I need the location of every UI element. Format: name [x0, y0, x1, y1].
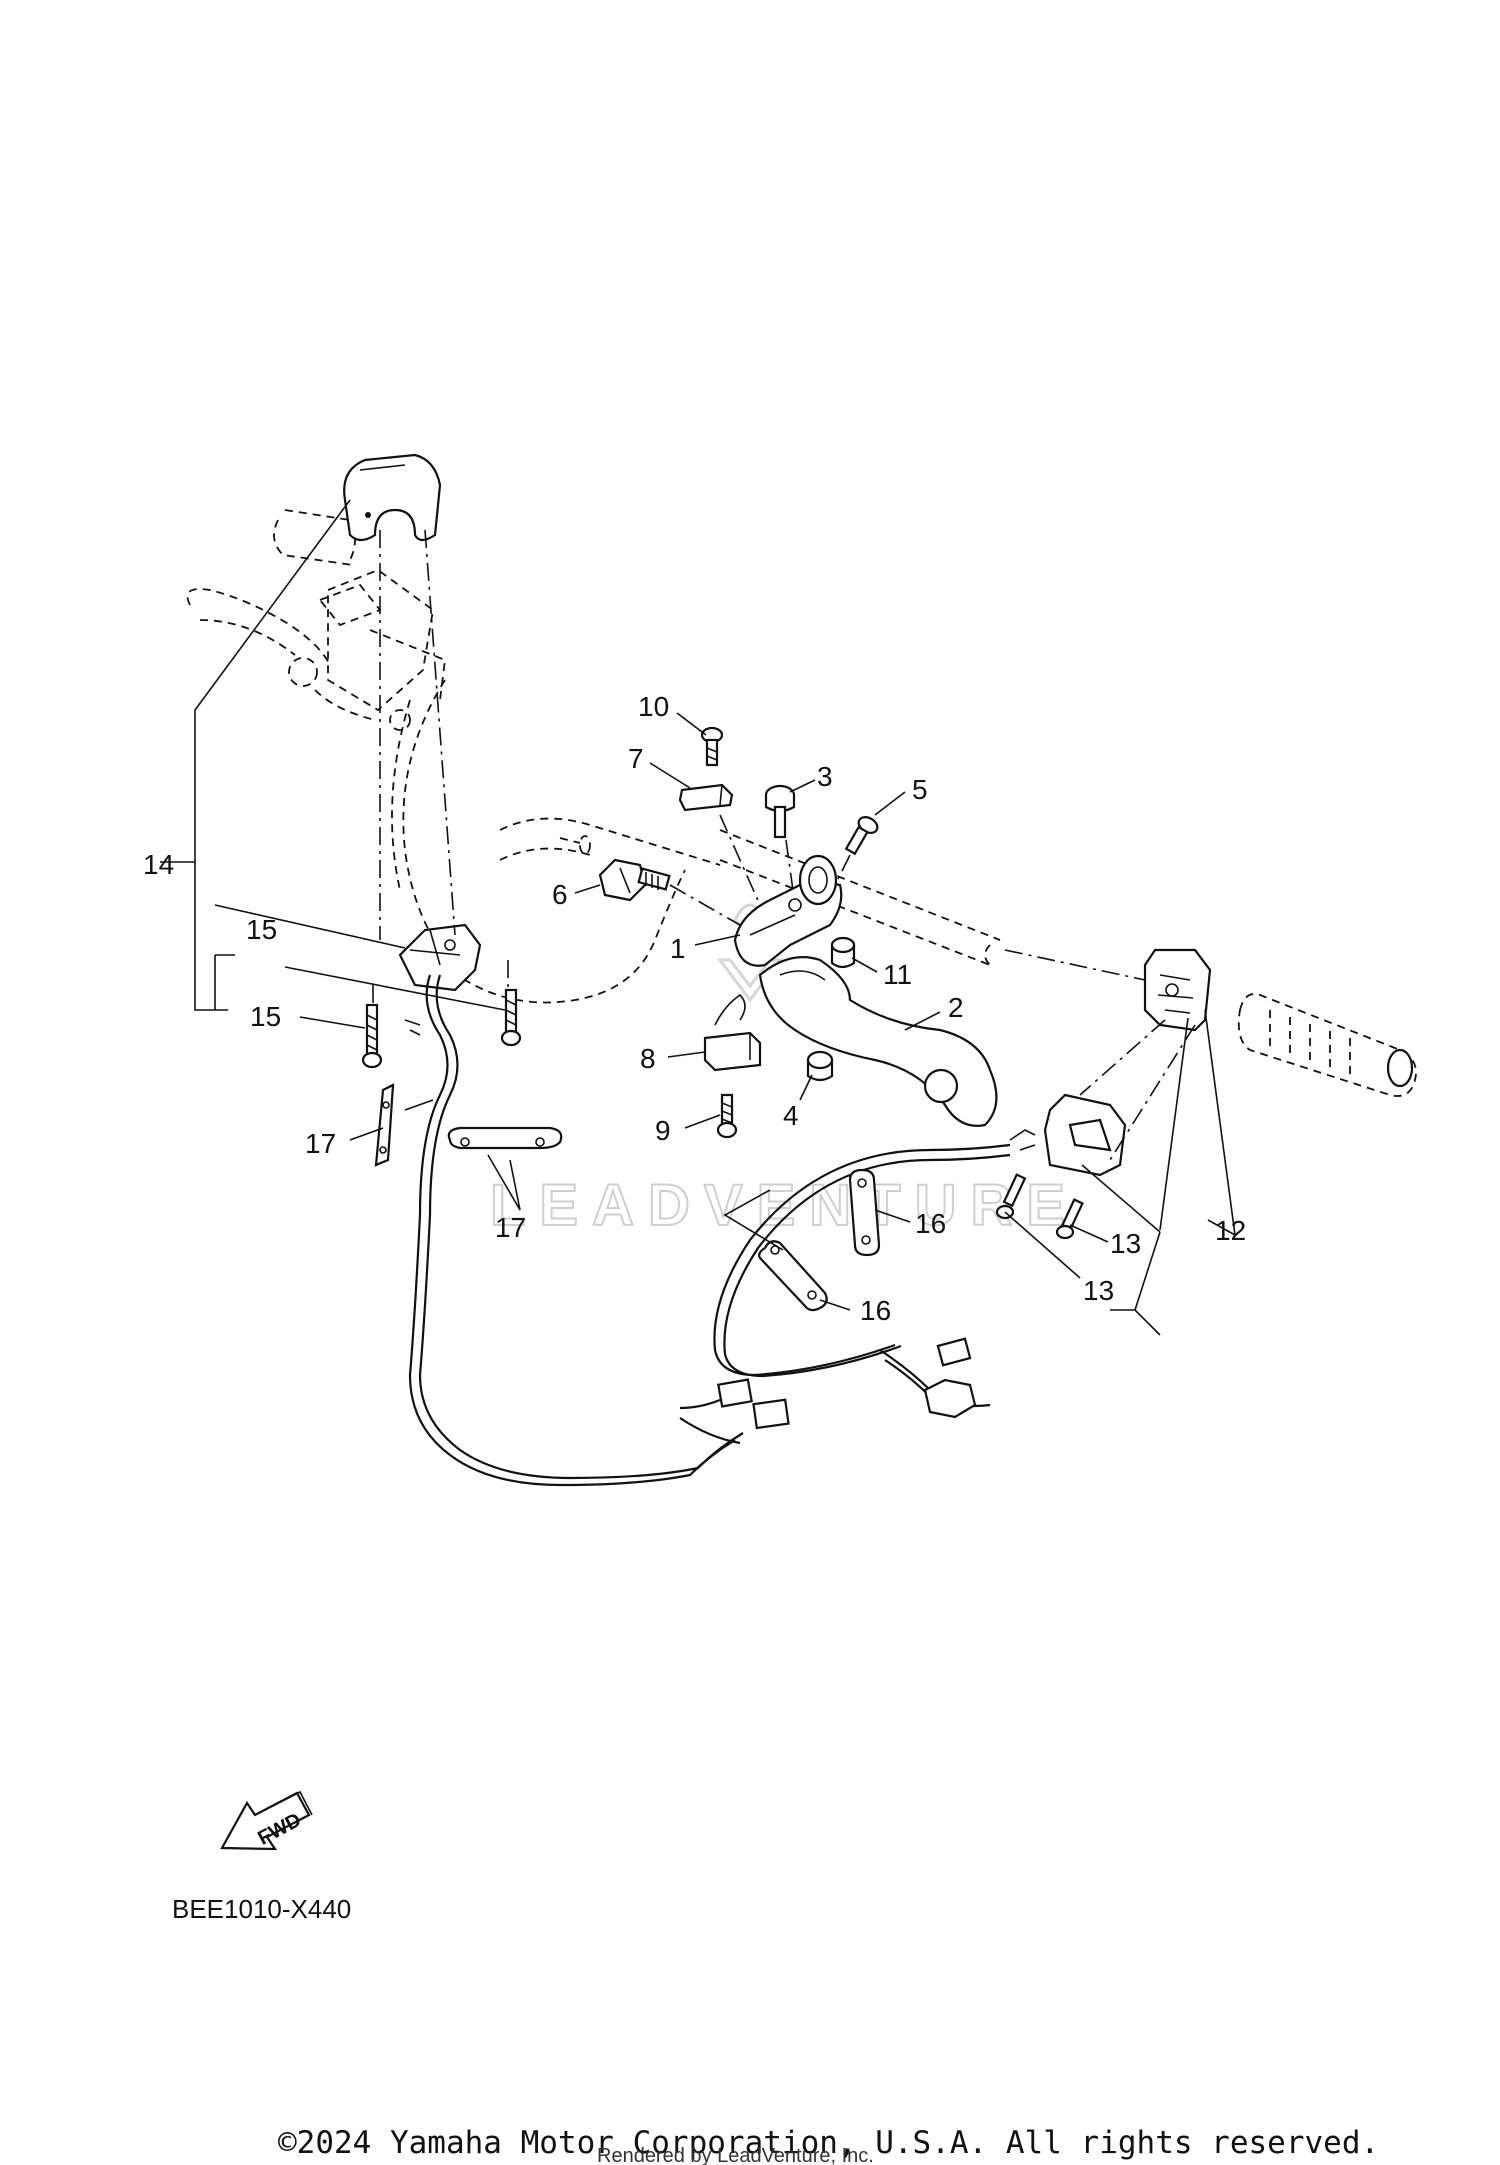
- callout-16-upper: 16: [915, 1208, 946, 1239]
- part-1-lever-holder: [733, 854, 843, 967]
- callout-7: 7: [628, 743, 644, 774]
- leader-lines: [160, 499, 1237, 1336]
- callout-4: 4: [783, 1100, 799, 1131]
- callout-13-upper: 13: [1110, 1228, 1141, 1259]
- callout-5: 5: [912, 774, 928, 805]
- drawing-code: BEE1010-X440: [172, 1894, 351, 1924]
- part-11-collar: [830, 936, 856, 969]
- part-10-screw: [700, 726, 724, 767]
- part-13-screw-b: [1055, 1198, 1084, 1240]
- callout-15-upper: 15: [246, 914, 277, 945]
- right-wire-harness: [713, 1129, 1036, 1419]
- fwd-arrow-icon: FWD: [220, 1790, 313, 1851]
- part-6-adjuster: [598, 858, 671, 902]
- callout-17-left: 17: [305, 1128, 336, 1159]
- part-14-switch-housing: [398, 923, 482, 992]
- callout-10: 10: [638, 691, 669, 722]
- callout-labels: 10 7 3 5 14 6 15 1 11 15 2 8 4 9 17 17 1…: [143, 691, 1246, 1326]
- part-9-screw: [716, 1093, 738, 1139]
- callout-8: 8: [640, 1043, 656, 1074]
- part-12-switch-upper: [1143, 948, 1212, 1032]
- part-17-band-a: [374, 1083, 395, 1167]
- right-grip-ghost: [1237, 993, 1417, 1097]
- rendered-by: Rendered by LeadVenture, Inc.: [597, 2145, 874, 2165]
- part-17-band-b: [447, 1126, 563, 1150]
- part-4-nut: [806, 1050, 834, 1082]
- part-8-switch: [703, 993, 762, 1072]
- part-14-switch-cover: [343, 453, 442, 542]
- callout-13-lower: 13: [1083, 1275, 1114, 1306]
- callout-9: 9: [655, 1115, 671, 1146]
- part-16-band-b: [758, 1240, 828, 1312]
- callout-14: 14: [143, 849, 174, 880]
- part-16-band-a: [848, 1168, 881, 1257]
- part-5-screw: [844, 816, 879, 856]
- callout-2: 2: [948, 992, 964, 1023]
- callout-3: 3: [817, 761, 833, 792]
- part-15-screw-b: [500, 988, 522, 1047]
- callout-1: 1: [670, 933, 686, 964]
- part-15-screw-a: [361, 1003, 383, 1069]
- callout-11: 11: [883, 959, 912, 990]
- callout-6: 6: [552, 879, 568, 910]
- left-wire-harness: [404, 974, 790, 1487]
- leadventure-watermark: LEADVENTURE: [489, 903, 1079, 1239]
- part-2-clutch-lever: [758, 956, 998, 1127]
- left-ghost-assembly: [186, 509, 1001, 1004]
- callout-16-lower: 16: [860, 1295, 891, 1326]
- callout-12: 12: [1215, 1215, 1246, 1246]
- part-12-switch-lower: [1043, 1093, 1127, 1177]
- part-3-bolt: [764, 784, 796, 839]
- watermark-text: LEADVENTURE: [490, 1173, 1079, 1238]
- callout-17-bottom: 17: [495, 1212, 526, 1243]
- copyright-notice: ©2024 Yamaha Motor Corporation, U.S.A. A…: [278, 2125, 1379, 2161]
- callout-15-lower: 15: [250, 1001, 281, 1032]
- part-7-clip: [678, 783, 734, 812]
